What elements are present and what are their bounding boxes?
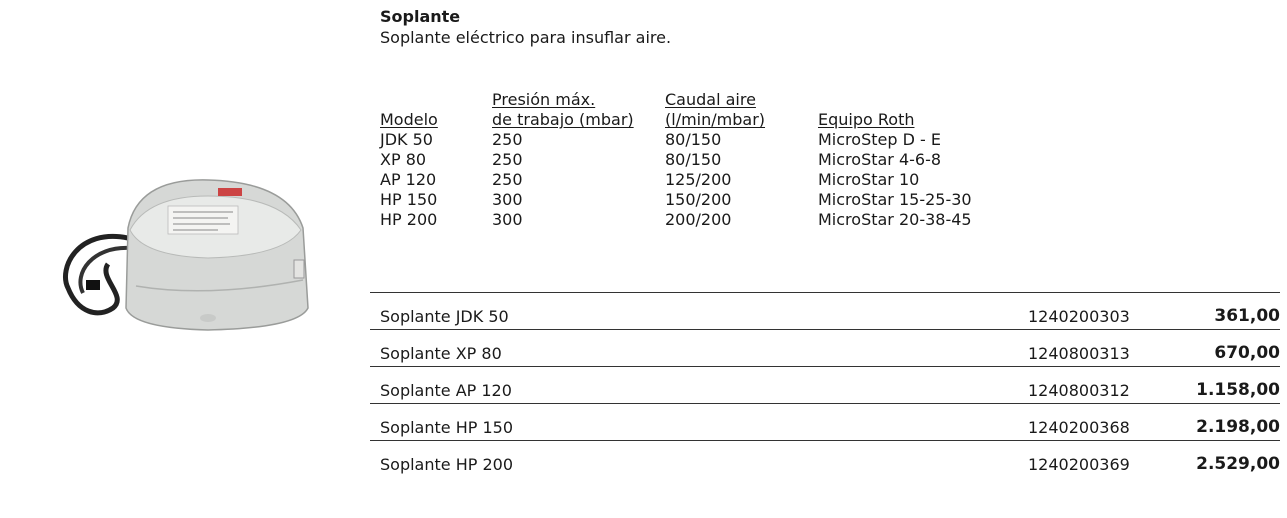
article-name: Soplante HP 200: [380, 455, 513, 474]
spec-cell: MicroStar 10: [818, 170, 920, 189]
price-row: Soplante XP 80 1240800313 670,00: [370, 329, 1280, 366]
article-price: 2.198,00: [1196, 417, 1280, 437]
spec-cell: HP 200: [380, 210, 438, 229]
article-code: 1240200368: [1028, 418, 1130, 437]
article-code: 1240800313: [1028, 344, 1130, 363]
spec-cell: MicroStar 20-38-45: [818, 210, 972, 229]
product-title: Soplante: [380, 7, 461, 26]
article-price: 670,00: [1214, 343, 1280, 363]
spec-cell: XP 80: [380, 150, 427, 169]
price-row: Soplante JDK 50 1240200303 361,00: [370, 292, 1280, 329]
spec-cell: 150/200: [665, 190, 732, 209]
spec-cell: 300: [492, 210, 523, 229]
spec-cell: MicroStar 15-25-30: [818, 190, 972, 209]
spec-cell: 125/200: [665, 170, 732, 189]
spec-cell: 300: [492, 190, 523, 209]
article-name: Soplante AP 120: [380, 381, 512, 400]
spec-cell: 80/150: [665, 150, 722, 169]
spec-header: Caudal aire: [665, 90, 756, 109]
article-name: Soplante HP 150: [380, 418, 513, 437]
article-code: 1240200369: [1028, 455, 1130, 474]
spec-cell: MicroStep D - E: [818, 130, 941, 149]
spec-header: de trabajo (mbar): [492, 110, 634, 129]
product-image: [58, 168, 333, 343]
spec-cell: MicroStar 4-6-8: [818, 150, 942, 169]
spec-cell: 80/150: [665, 130, 722, 149]
spec-cell: 200/200: [665, 210, 732, 229]
spec-header: Modelo: [380, 110, 438, 129]
article-name: Soplante XP 80: [380, 344, 502, 363]
article-code: 1240200303: [1028, 307, 1130, 326]
price-row: Soplante AP 120 1240800312 1.158,00: [370, 366, 1280, 403]
spec-cell: 250: [492, 130, 523, 149]
spec-cell: AP 120: [380, 170, 437, 189]
spec-cell: 250: [492, 170, 523, 189]
price-row: Soplante HP 150 1240200368 2.198,00: [370, 403, 1280, 440]
article-price: 2.529,00: [1196, 454, 1280, 474]
product-description: Soplante eléctrico para insuflar aire.: [380, 28, 672, 47]
spec-cell: 250: [492, 150, 523, 169]
spec-cell: JDK 50: [380, 130, 433, 149]
price-list: Soplante JDK 50 1240200303 361,00 Soplan…: [370, 292, 1280, 477]
article-name: Soplante JDK 50: [380, 307, 509, 326]
price-row: Soplante HP 200 1240200369 2.529,00: [370, 440, 1280, 477]
spec-cell: HP 150: [380, 190, 438, 209]
spec-header: Presión máx.: [492, 90, 596, 109]
article-price: 361,00: [1214, 306, 1280, 326]
article-code: 1240800312: [1028, 381, 1130, 400]
spec-header: (l/min/mbar): [665, 110, 766, 129]
spec-header: Equipo Roth: [818, 110, 915, 129]
article-price: 1.158,00: [1196, 380, 1280, 400]
